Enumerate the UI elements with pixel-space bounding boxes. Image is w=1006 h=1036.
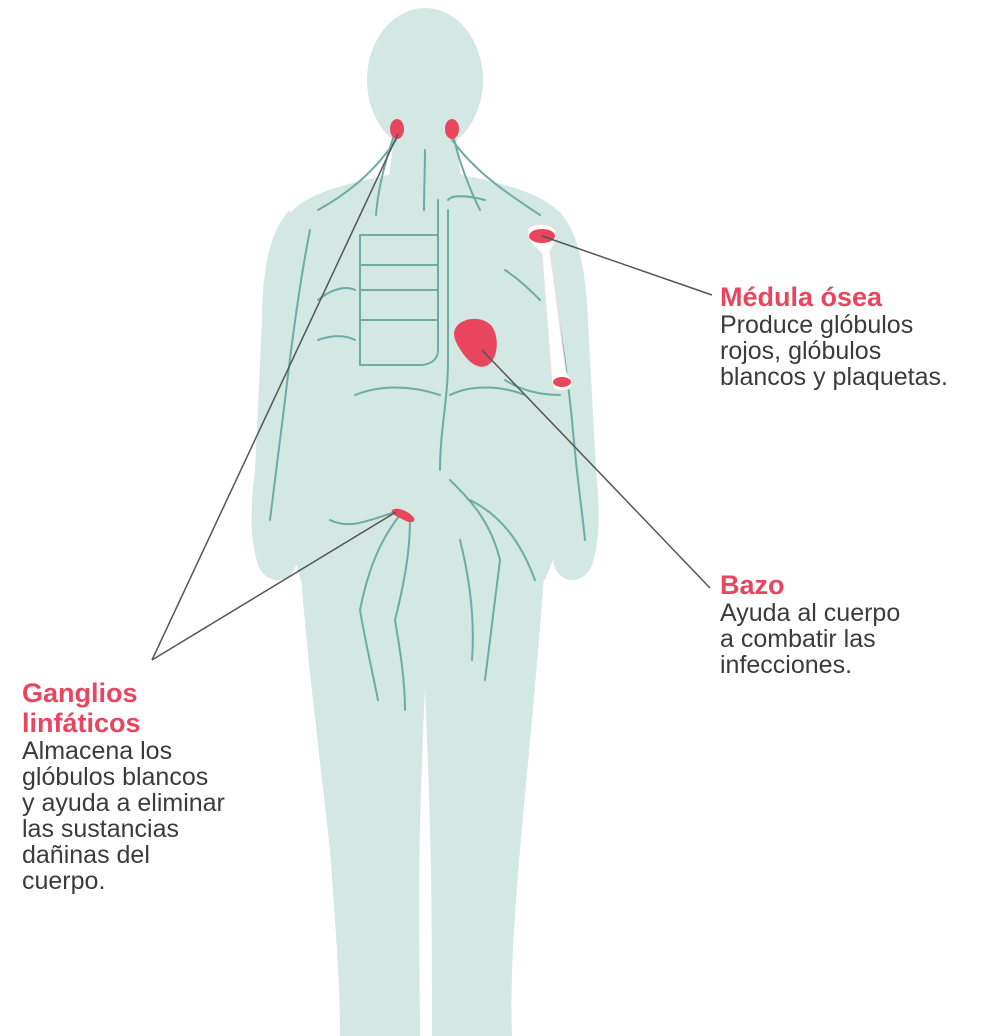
callout-desc-medula: Produce glóbulos rojos, glóbulos blancos… [720, 312, 1006, 390]
bone-marrow-bottom [553, 377, 571, 387]
callout-medula-osea: Médula ósea Produce glóbulos rojos, glób… [720, 282, 1006, 390]
callout-ganglios-linfaticos: Ganglios linfáticos Almacena los glóbulo… [22, 678, 292, 894]
callout-bazo: Bazo Ayuda al cuerpo a combatir las infe… [720, 570, 980, 678]
callout-desc-bazo: Ayuda al cuerpo a combatir las infeccion… [720, 600, 980, 678]
callout-title-bazo: Bazo [720, 570, 980, 600]
callout-title-medula: Médula ósea [720, 282, 1006, 312]
callout-desc-ganglios: Almacena los glóbulos blancos y ayuda a … [22, 738, 292, 894]
callout-title-ganglios: Ganglios linfáticos [22, 678, 292, 738]
right-leg [422, 560, 545, 1036]
lymph-node-right-neck [445, 119, 459, 139]
